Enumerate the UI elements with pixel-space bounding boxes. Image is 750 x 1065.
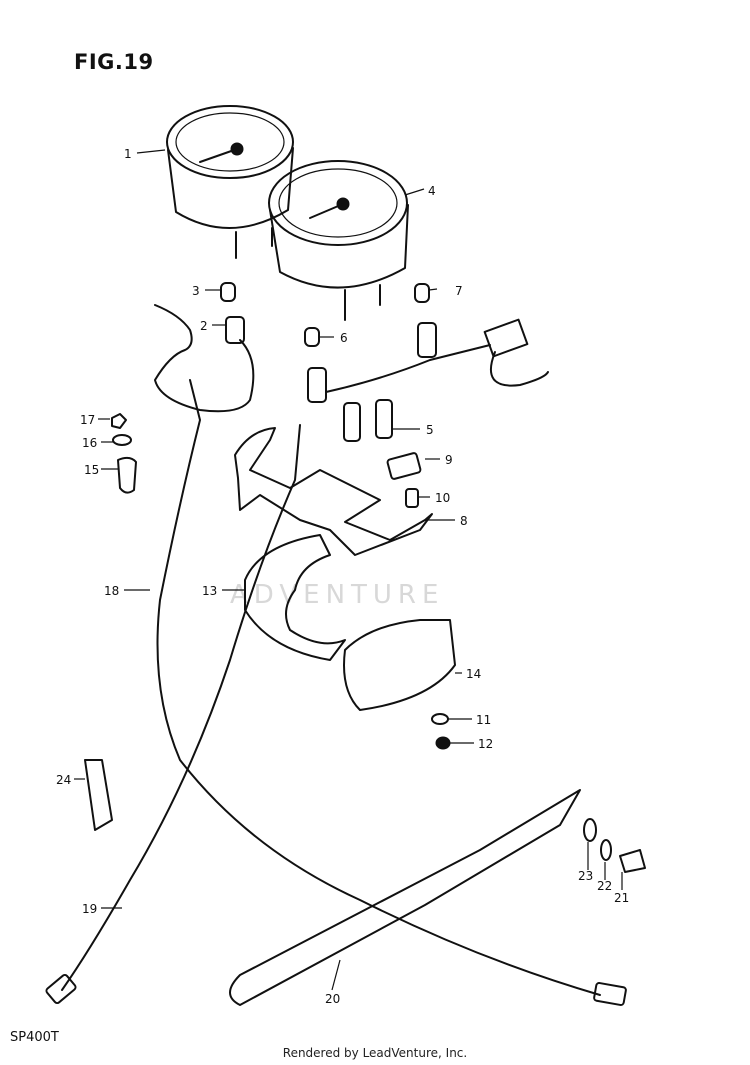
gauge-speedometer[interactable] bbox=[166, 105, 294, 259]
footer-credit: Rendered by LeadVenture, Inc. bbox=[282, 1046, 468, 1060]
case-13[interactable] bbox=[244, 534, 346, 661]
stay-20[interactable] bbox=[229, 789, 581, 1006]
cable-19[interactable] bbox=[61, 424, 301, 991]
bolt-21[interactable] bbox=[619, 849, 646, 873]
callout-labels: 1 2 3 4 5 6 7 8 9 10 11 12 13 14 15 16 1… bbox=[56, 147, 629, 1006]
gauge-tachometer[interactable] bbox=[268, 160, 409, 321]
callout-21: 21 bbox=[614, 891, 629, 905]
callout-15: 15 bbox=[84, 463, 99, 477]
bracket-8[interactable] bbox=[234, 427, 433, 556]
bulb-3[interactable] bbox=[220, 282, 236, 302]
callout-12: 12 bbox=[478, 737, 493, 751]
callout-16: 16 bbox=[82, 436, 97, 450]
callout-24: 24 bbox=[56, 773, 71, 787]
wire-lead bbox=[154, 304, 255, 413]
harness-5[interactable] bbox=[307, 318, 549, 442]
callout-22: 22 bbox=[597, 879, 612, 893]
callout-8: 8 bbox=[460, 514, 468, 528]
callout-1: 1 bbox=[124, 147, 132, 161]
nut-12[interactable] bbox=[435, 736, 451, 750]
figure-title: FIG.19 bbox=[74, 50, 154, 74]
grommet-15[interactable] bbox=[117, 456, 137, 494]
callout-18: 18 bbox=[104, 584, 119, 598]
washer-16[interactable] bbox=[112, 434, 132, 446]
model-code: SP400T bbox=[10, 1030, 59, 1045]
leader-lines bbox=[74, 149, 623, 991]
callout-20: 20 bbox=[325, 992, 340, 1006]
callout-7: 7 bbox=[455, 284, 463, 298]
washer-22[interactable] bbox=[600, 839, 612, 861]
spacer-10[interactable] bbox=[405, 488, 419, 508]
callout-11: 11 bbox=[476, 713, 491, 727]
callout-14: 14 bbox=[466, 667, 481, 681]
callout-4: 4 bbox=[428, 184, 436, 198]
socket-2[interactable] bbox=[225, 316, 245, 344]
callout-6: 6 bbox=[340, 331, 348, 345]
bulb-6[interactable] bbox=[304, 327, 320, 347]
callout-17: 17 bbox=[80, 413, 95, 427]
washer-11[interactable] bbox=[431, 713, 449, 725]
bulb-7[interactable] bbox=[414, 283, 430, 303]
cable-18[interactable] bbox=[156, 379, 601, 996]
watermark: ADVENTURE bbox=[230, 580, 445, 610]
callout-3: 3 bbox=[192, 284, 200, 298]
callout-5: 5 bbox=[426, 423, 434, 437]
nut-17[interactable] bbox=[111, 413, 127, 429]
callout-10: 10 bbox=[435, 491, 450, 505]
callout-2: 2 bbox=[200, 319, 208, 333]
washer-23[interactable] bbox=[583, 818, 597, 842]
cushion-9[interactable] bbox=[386, 452, 422, 480]
callout-23: 23 bbox=[578, 869, 593, 883]
band-24[interactable] bbox=[84, 759, 113, 831]
callout-9: 9 bbox=[445, 453, 453, 467]
callout-19: 19 bbox=[82, 902, 97, 916]
cover-14[interactable] bbox=[343, 619, 456, 711]
callout-13: 13 bbox=[202, 584, 217, 598]
